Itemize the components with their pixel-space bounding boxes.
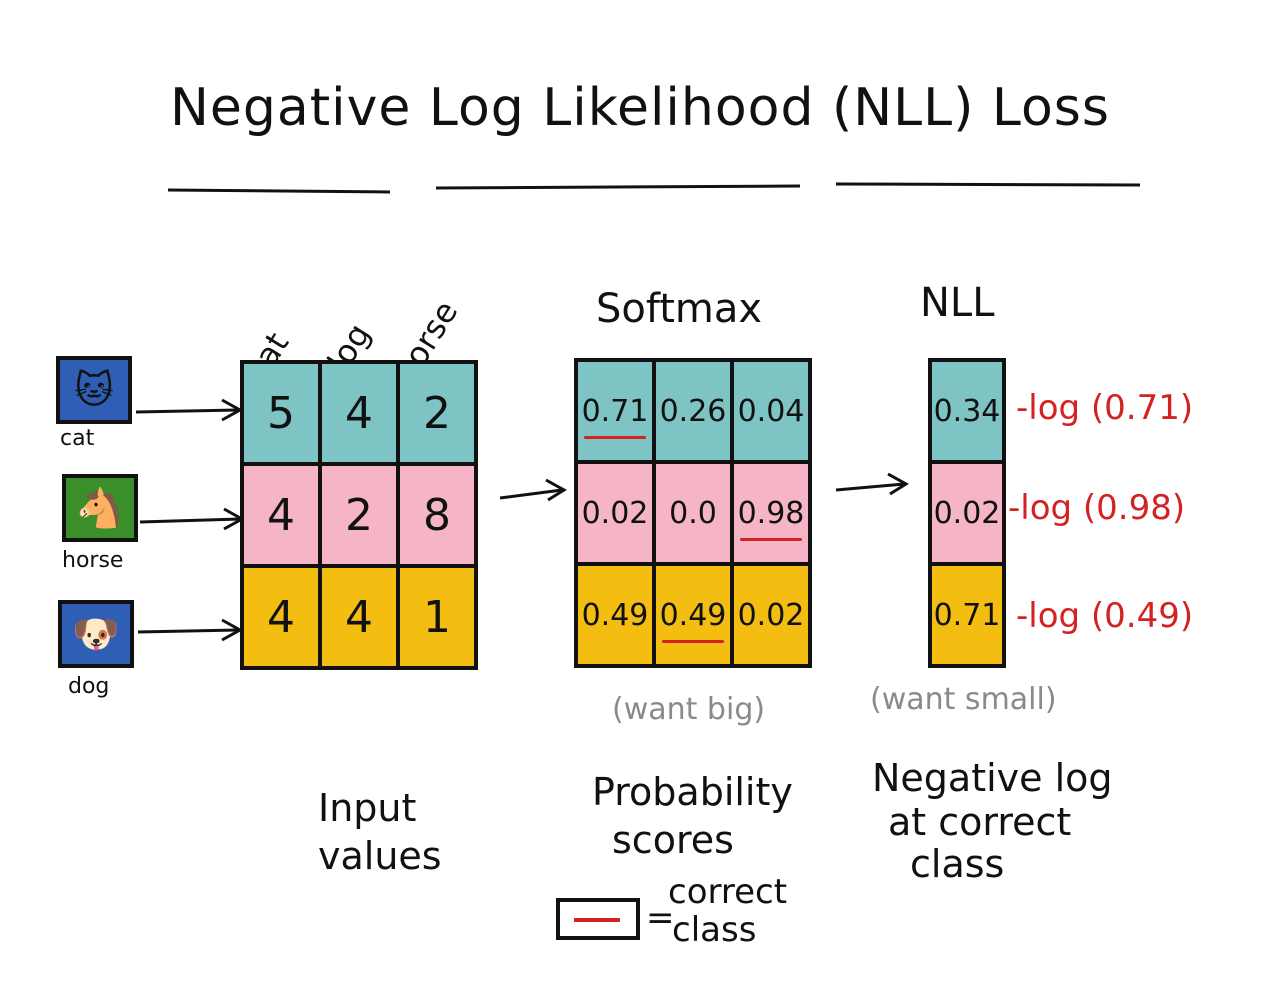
correct-class-value: 0.49: [659, 597, 727, 643]
nll-expression: -log (0.98): [1008, 488, 1186, 528]
softmax-value: 0.02: [581, 495, 649, 531]
input-cell: 4: [240, 462, 322, 568]
nll-cell: 0.02: [928, 460, 1006, 566]
animal-label-cat: cat: [60, 426, 95, 451]
nll-note: (want small): [870, 682, 1057, 717]
arrow-horse-to-inputs: [139, 507, 246, 531]
input-value: 2: [423, 387, 451, 439]
input-cell: 4: [240, 564, 322, 670]
nll-header: NLL: [920, 280, 995, 326]
animal-label-horse: horse: [62, 548, 124, 573]
arrow-inputs-to-softmax: [499, 478, 567, 502]
legend-equals: =: [646, 898, 675, 938]
nll-value: 0.34: [933, 393, 1001, 429]
horse-icon: 🐴: [62, 474, 138, 542]
softmax-cell: 0.02: [730, 562, 812, 668]
input-cell: 4: [318, 564, 400, 670]
softmax-cell: 0.26: [652, 358, 734, 464]
input-cell: 1: [396, 564, 478, 670]
input-value: 1: [423, 591, 451, 643]
softmax-value: 0.26: [659, 393, 727, 429]
correct-class-value: 0.98: [737, 495, 805, 541]
softmax-cell: 0.02: [574, 460, 656, 566]
input-cell: 2: [318, 462, 400, 568]
arrow-cat-to-inputs: [135, 398, 244, 422]
nll-expression: -log (0.49): [1016, 596, 1194, 636]
nll-value: 0.02: [933, 495, 1001, 531]
input-cell: 5: [240, 360, 322, 466]
input-value: 4: [345, 591, 373, 643]
softmax-cell: 0.71: [574, 358, 656, 464]
dog-icon: 🐶: [58, 600, 134, 668]
arrow-dog-to-inputs: [137, 618, 244, 642]
legend-line2: class: [672, 910, 757, 950]
input-value: 4: [345, 387, 373, 439]
softmax-caption-line1: Probability: [592, 770, 793, 814]
nll-expression: -log (0.71): [1016, 388, 1194, 428]
arrow-softmax-to-nll: [835, 472, 909, 496]
input-value: 2: [345, 489, 373, 541]
input-caption-line1: Input: [318, 786, 417, 830]
softmax-header: Softmax: [596, 286, 763, 332]
softmax-cell: 0.49: [652, 562, 734, 668]
animal-label-dog: dog: [68, 674, 110, 699]
softmax-cell: 0.49: [574, 562, 656, 668]
input-cell: 8: [396, 462, 478, 568]
title-underline-3: [835, 182, 1141, 187]
softmax-value: 0.49: [581, 597, 649, 633]
legend-line1: correct: [668, 872, 788, 912]
input-cell: 2: [396, 360, 478, 466]
nll-cell: 0.34: [928, 358, 1006, 464]
nll-caption-line2: at correct: [888, 800, 1072, 844]
input-value: 5: [267, 387, 295, 439]
correct-class-value: 0.71: [581, 393, 649, 439]
softmax-cell: 0.04: [730, 358, 812, 464]
nll-cell: 0.71: [928, 562, 1006, 668]
title-underline-2: [435, 184, 801, 190]
nll-caption-line1: Negative log: [872, 756, 1113, 800]
softmax-caption-line2: scores: [612, 818, 734, 862]
input-value: 4: [267, 489, 295, 541]
nll-caption-line3: class: [910, 842, 1005, 886]
softmax-cell: 0.0: [652, 460, 734, 566]
softmax-value: 0.02: [737, 597, 805, 633]
input-value: 4: [267, 591, 295, 643]
diagram-title: Negative Log Likelihood (NLL) Loss: [170, 78, 1110, 138]
cat-icon: 🐱: [56, 356, 132, 424]
softmax-cell: 0.98: [730, 460, 812, 566]
softmax-note: (want big): [612, 692, 766, 727]
input-value: 8: [423, 489, 451, 541]
title-underline-1: [167, 188, 391, 194]
nll-value: 0.71: [933, 597, 1001, 633]
input-cell: 4: [318, 360, 400, 466]
softmax-value: 0.0: [669, 495, 717, 531]
softmax-value: 0.04: [737, 393, 805, 429]
correct-class-legend-swatch: [556, 898, 640, 940]
input-caption-line2: values: [318, 834, 442, 878]
